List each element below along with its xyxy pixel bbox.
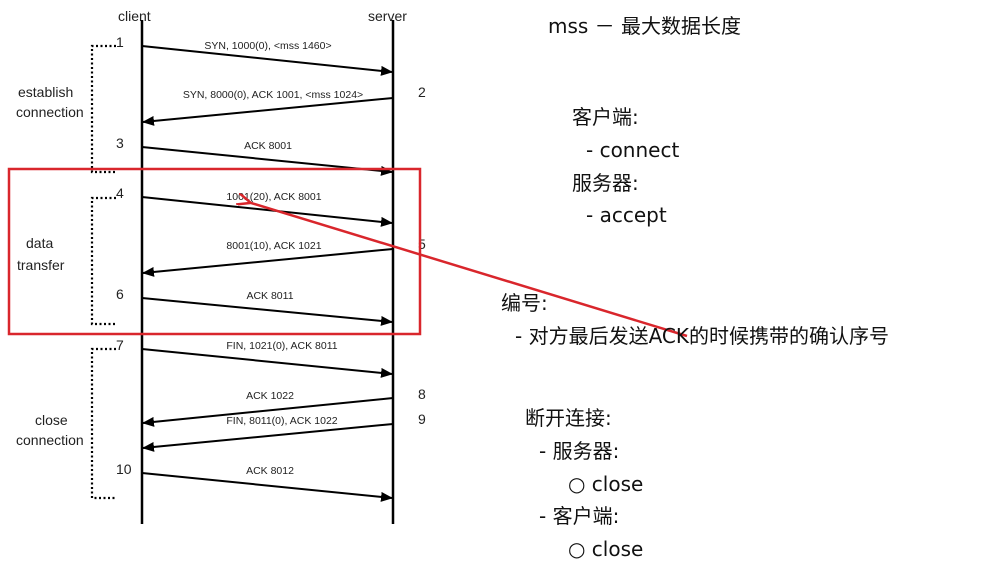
step-7-number: 7: [116, 337, 124, 353]
server-label: server: [368, 8, 407, 24]
step-2-number: 2: [418, 84, 426, 100]
client-heading: 客户端:: [572, 105, 639, 129]
step-4-number: 4: [116, 185, 124, 201]
step-10-number: 10: [116, 461, 132, 477]
establish-phase-line2: connection: [16, 104, 84, 120]
step-3-label: ACK 8001: [244, 140, 292, 152]
step-6-label: ACK 8011: [246, 290, 293, 302]
step-8-label: ACK 1022: [246, 390, 294, 402]
client-label: client: [118, 8, 151, 24]
data-bracket: [90, 196, 116, 326]
step-5-label: 8001(10), ACK 1021: [226, 240, 321, 252]
step-5-number: 5: [418, 236, 426, 252]
disconnect-server: - 服务器:: [539, 439, 620, 463]
highlight-box: [7, 167, 422, 336]
seq-heading: 编号:: [501, 291, 548, 315]
step-8-arrow: [142, 397, 394, 427]
seq-item: - 对方最后发送ACK的时候携带的确认序号: [515, 324, 889, 348]
server-item: - accept: [586, 203, 667, 227]
annotation-arrow: [248, 202, 688, 338]
disconnect-server-item: ○ close: [568, 472, 644, 496]
step-1-arrow: [141, 45, 393, 76]
client-item: - connect: [586, 138, 680, 162]
establish-bracket: [90, 44, 116, 174]
server-heading: 服务器:: [572, 171, 639, 195]
step-1-number: 1: [116, 34, 124, 50]
step-7-arrow: [141, 348, 393, 378]
step-1-label: SYN, 1000(0), <mss 1460>: [204, 40, 331, 52]
step-2-label: SYN, 8000(0), ACK 1001, <mss 1024>: [183, 89, 363, 101]
disconnect-heading: 断开连接:: [525, 406, 612, 430]
step-5-arrow: [142, 248, 394, 277]
step-4-label: 1001(20), ACK 8001: [226, 191, 321, 203]
step-9-label: FIN, 8011(0), ACK 1022: [226, 415, 337, 427]
step-2-arrow: [142, 97, 394, 126]
step-6-number: 6: [116, 286, 124, 302]
mss-note: mss － 最大数据长度: [548, 14, 742, 38]
close-phase-line2: connection: [16, 432, 84, 448]
step-7-label: FIN, 1021(0), ACK 8011: [226, 340, 337, 352]
step-9-number: 9: [418, 411, 426, 427]
disconnect-client: - 客户端:: [539, 504, 620, 528]
disconnect-client-item: ○ close: [568, 537, 644, 561]
close-bracket: [90, 347, 116, 500]
step-6-arrow: [141, 297, 393, 326]
step-9-arrow: [142, 423, 394, 452]
step-3-number: 3: [116, 135, 124, 151]
step-4-arrow: [141, 196, 393, 227]
close-phase-line1: close: [35, 412, 68, 428]
step-10-label: ACK 8012: [246, 465, 294, 477]
data-phase-line1: data: [26, 235, 53, 251]
establish-phase-line1: establish: [18, 84, 73, 100]
step-8-number: 8: [418, 386, 426, 402]
step-10-arrow: [141, 472, 393, 502]
data-phase-line2: transfer: [17, 257, 65, 273]
